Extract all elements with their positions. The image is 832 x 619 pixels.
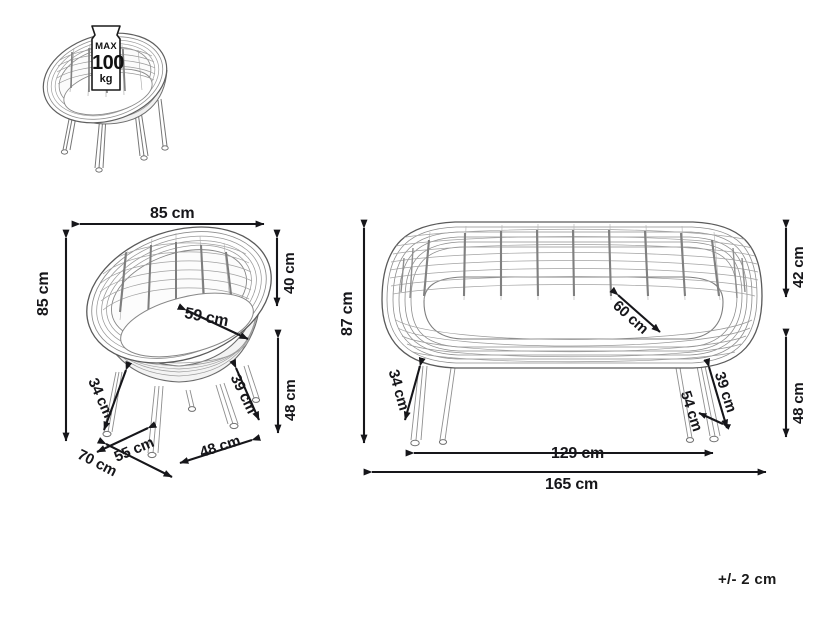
chair-height-label: 85 cm <box>35 271 52 316</box>
max-load-tag-shape <box>91 25 121 91</box>
max-load-value: 100 <box>92 51 124 74</box>
chair-width-label: 85 cm <box>150 205 195 222</box>
chair-dimension-lines <box>62 220 282 478</box>
sofa-dimension-lines <box>360 219 790 476</box>
sofa-seat-height-label: 48 cm <box>790 382 807 424</box>
max-load-unit: kg <box>99 72 113 85</box>
chair-back-height-label: 40 cm <box>281 252 298 294</box>
sofa-illustration <box>381 221 763 447</box>
max-load-tag: MAX 100 kg <box>92 41 124 85</box>
sofa-height-label: 87 cm <box>339 291 356 336</box>
sofa-width-label: 165 cm <box>545 476 599 493</box>
chair-seat-height-label: 48 cm <box>282 379 299 421</box>
sofa-leg-span-label: 129 cm <box>551 445 605 462</box>
tolerance-note: +/- 2 cm <box>718 571 777 588</box>
sofa-back-height-label: 42 cm <box>790 246 807 288</box>
max-load-max-label: MAX <box>95 41 117 52</box>
